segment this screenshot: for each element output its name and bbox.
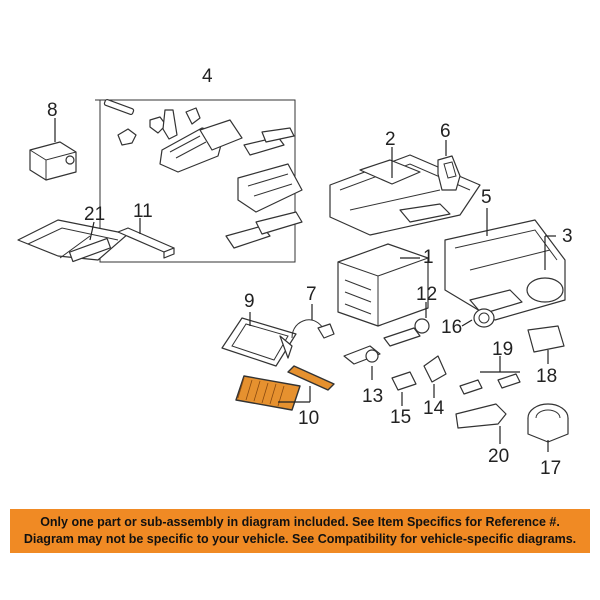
part-4-kit [95, 99, 303, 263]
disclaimer-banner: Only one part or sub-assembly in diagram… [10, 509, 590, 553]
part-18-resistor [527, 325, 565, 364]
callout-17: 17 [540, 458, 561, 479]
callout-9: 9 [244, 291, 255, 312]
part-14-bracket [423, 355, 447, 398]
callout-11: 11 [133, 201, 153, 222]
part-7-hose [291, 304, 335, 339]
part-9-filter-door [221, 312, 297, 367]
part-17-blower-motor [527, 403, 569, 452]
part-13-sensor [343, 345, 381, 380]
callout-13: 13 [362, 386, 383, 407]
part-12-valve [383, 302, 430, 347]
part-2-heater-case [329, 147, 481, 236]
part-20-bracket [455, 403, 507, 444]
disclaimer-line-1: Only one part or sub-assembly in diagram… [40, 515, 560, 529]
cabin-filter-highlight [235, 375, 301, 411]
callout-14: 14 [423, 398, 445, 419]
callout-20: 20 [488, 446, 509, 467]
callout-12: 12 [416, 284, 437, 305]
exploded-parts-diagram: 4 8 2 6 21 11 5 3 1 9 7 12 16 19 18 13 1… [17, 66, 573, 479]
callout-7: 7 [306, 284, 317, 305]
callout-5: 5 [481, 187, 492, 208]
callout-15: 15 [390, 407, 411, 428]
callout-6: 6 [440, 121, 451, 142]
part-1-heater-core [337, 243, 429, 327]
callout-4: 4 [202, 66, 213, 87]
callout-21: 21 [84, 204, 105, 225]
callout-19: 19 [492, 339, 513, 360]
part-11-seal [117, 218, 175, 259]
part-21-duct [17, 219, 129, 263]
callout-16: 16 [441, 317, 462, 338]
disclaimer-line-2: Diagram may not be specific to your vehi… [23, 532, 577, 546]
callout-1: 1 [423, 247, 434, 268]
part-16-ring [461, 308, 495, 328]
part-8-actuator [29, 118, 77, 181]
part-6-gasket [437, 140, 461, 191]
part-19-connectors [459, 356, 521, 395]
callout-10: 10 [298, 408, 319, 429]
part-3-evaporator-case [444, 208, 566, 321]
callout-2: 2 [385, 129, 396, 150]
part-10-cabin-filter [235, 365, 335, 411]
part-15-relay [391, 371, 417, 406]
callout-3: 3 [562, 226, 573, 247]
callout-8: 8 [47, 100, 58, 121]
callout-18: 18 [536, 366, 557, 387]
